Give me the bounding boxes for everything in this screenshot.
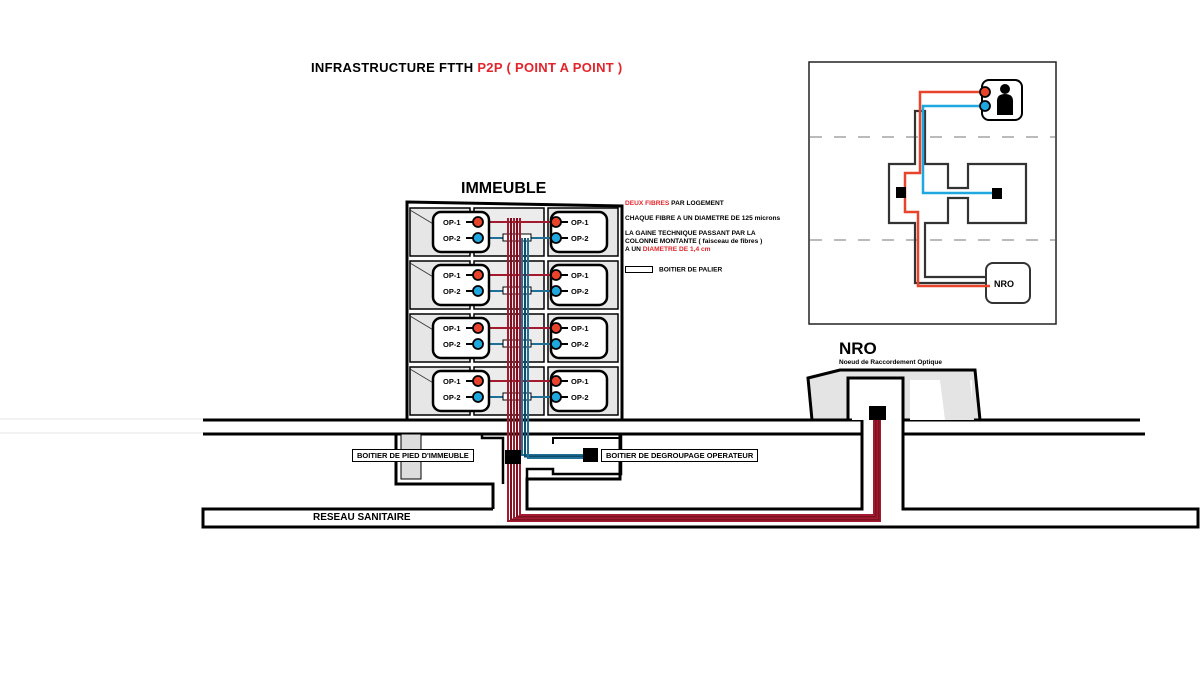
red-fiber-line [510, 218, 880, 521]
fiber-port-red [472, 216, 484, 228]
red-fiber-line [519, 218, 875, 516]
port-label: OP-1 [571, 271, 589, 280]
dwelling-unit: OP-1OP-2 [431, 263, 491, 307]
port-label: OP-1 [571, 377, 589, 386]
note-line-3c: A UN DIAMETRE DE 1,4 cm [625, 246, 780, 254]
floor: OP-1OP-2OP-1OP-2 [409, 260, 619, 310]
port-label: OP-1 [571, 324, 589, 333]
fiber-bundle [507, 218, 881, 522]
port-label: OP-2 [443, 287, 461, 296]
fiber-port-red [472, 375, 484, 387]
dwelling-unit: OP-1OP-2 [549, 210, 609, 254]
note-line-2: CHAQUE FIBRE A UN DIAMETRE DE 125 micron… [625, 215, 781, 222]
fiber-port-red [472, 322, 484, 334]
fiber-port-red [550, 269, 562, 281]
diagram-title: INFRASTRUCTURE FTTH P2P ( POINT A POINT … [311, 60, 623, 75]
blue-fiber-line [521, 238, 590, 456]
fiber-port-red [472, 269, 484, 281]
inset-diagram: NRO [808, 61, 1057, 325]
port-label: OP-1 [571, 218, 589, 227]
port-label: OP-1 [443, 324, 461, 333]
note-line-3b: COLONNE MONTANTE ( faisceau de fibres ) [625, 238, 763, 245]
red-fiber-line [513, 218, 878, 519]
dwelling-unit: OP-1OP-2 [431, 369, 491, 413]
title-prefix: INFRASTRUCTURE FTTH [311, 60, 474, 75]
dwelling-unit: OP-1OP-2 [431, 210, 491, 254]
fiber-port-blue [472, 285, 484, 297]
nro-title: NRO [839, 339, 877, 358]
degroupage-box [583, 448, 598, 462]
port-label: OP-1 [443, 271, 461, 280]
fiber-port-blue [472, 391, 484, 403]
inset-nro-label: NRO [994, 279, 1014, 289]
port-label: OP-2 [443, 234, 461, 243]
blue-fiber-line [524, 238, 590, 458]
blue-fiber-line [527, 238, 590, 459]
fiber-port-blue [550, 285, 562, 297]
port-label: OP-2 [571, 393, 589, 402]
note-line-3a: LA GAINE TECHNIQUE PASSANT PAR LA [625, 230, 756, 237]
note-highlight: DEUX FIBRES [625, 200, 670, 207]
port-label: OP-2 [443, 340, 461, 349]
fiber-port-blue [550, 391, 562, 403]
dwelling-unit: OP-1OP-2 [431, 316, 491, 360]
dwelling-unit: OP-1OP-2 [549, 263, 609, 307]
legend-label: BOITIER DE PALIER [659, 266, 723, 274]
dwelling-unit: OP-1OP-2 [549, 316, 609, 360]
fiber-port-blue [550, 338, 562, 350]
port-label: OP-2 [443, 393, 461, 402]
fiber-port-blue [472, 232, 484, 244]
note-text: A UN [625, 246, 643, 253]
label-reseau-sanitaire: RESEAU SANITAIRE [313, 512, 411, 523]
basement [201, 420, 1200, 529]
legend-palier: BOITIER DE PALIER [625, 266, 780, 274]
street [203, 418, 1145, 436]
notes-panel: DEUX FIBRES PAR LOGEMENT CHAQUE FIBRE A … [625, 200, 780, 281]
nro-subtitle: Noeud de Raccordement Optique [839, 359, 942, 366]
red-fiber-line [516, 218, 877, 518]
pied-immeuble-box [505, 450, 521, 464]
fiber-port-red [550, 216, 562, 228]
port-label: OP-1 [443, 218, 461, 227]
fiber-port-blue [550, 232, 562, 244]
nro-box [869, 406, 886, 420]
note-line-1: DEUX FIBRES PAR LOGEMENT [625, 200, 780, 208]
label-degroupage: BOITIER DE DEGROUPAGE OPERATEUR [601, 449, 759, 462]
building-label: IMMEUBLE [461, 180, 547, 197]
port-label: OP-2 [571, 234, 589, 243]
legend-swatch [625, 266, 653, 273]
port-label: OP-1 [443, 377, 461, 386]
fiber-port-blue [472, 338, 484, 350]
person-icon [997, 84, 1013, 115]
red-fiber-line [507, 218, 881, 522]
label-pied-immeuble: BOITIER DE PIED D'IMMEUBLE [352, 449, 474, 462]
note-text: PAR LOGEMENT [669, 200, 724, 207]
title-highlight: P2P ( POINT A POINT ) [477, 60, 623, 75]
nro-building [806, 368, 982, 422]
port-label: OP-2 [571, 287, 589, 296]
dwelling-unit: OP-1OP-2 [549, 369, 609, 413]
note-highlight: DIAMETRE DE 1,4 cm [642, 246, 711, 253]
fiber-port-red [550, 322, 562, 334]
port-label: OP-2 [571, 340, 589, 349]
fiber-port-red [550, 375, 562, 387]
